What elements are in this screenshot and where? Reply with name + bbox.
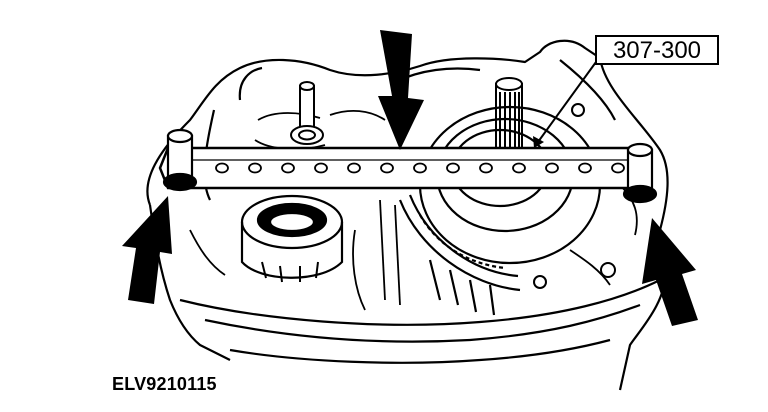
left-shaft xyxy=(290,81,324,145)
tool-hole xyxy=(248,162,262,174)
tool-hole xyxy=(413,162,427,174)
tool-holes xyxy=(215,162,625,174)
tool-hole xyxy=(512,162,526,174)
down-arrow-icon xyxy=(378,30,424,150)
tool-hole xyxy=(545,162,559,174)
tool-hole xyxy=(314,162,328,174)
tool-hole xyxy=(215,162,229,174)
tool-hole xyxy=(479,162,493,174)
tool-callout: 307-300 xyxy=(533,35,719,148)
input-shaft xyxy=(495,77,523,155)
differential-bearing xyxy=(240,194,344,283)
tool-right-post xyxy=(622,142,658,204)
up-arrow-icon xyxy=(642,218,698,326)
up-arrow-icon xyxy=(122,196,172,304)
figure-id: ELV9210115 xyxy=(112,374,217,394)
tool-hole xyxy=(578,162,592,174)
tool-hole xyxy=(347,162,361,174)
tool-307-300 xyxy=(158,128,658,204)
tool-left-post xyxy=(162,128,198,192)
tool-callout-label: 307-300 xyxy=(613,37,701,64)
tool-hole xyxy=(611,162,625,174)
tool-hole xyxy=(446,162,460,174)
tool-hole xyxy=(281,162,295,174)
case-bolts xyxy=(533,103,616,289)
tool-hole xyxy=(380,162,394,174)
